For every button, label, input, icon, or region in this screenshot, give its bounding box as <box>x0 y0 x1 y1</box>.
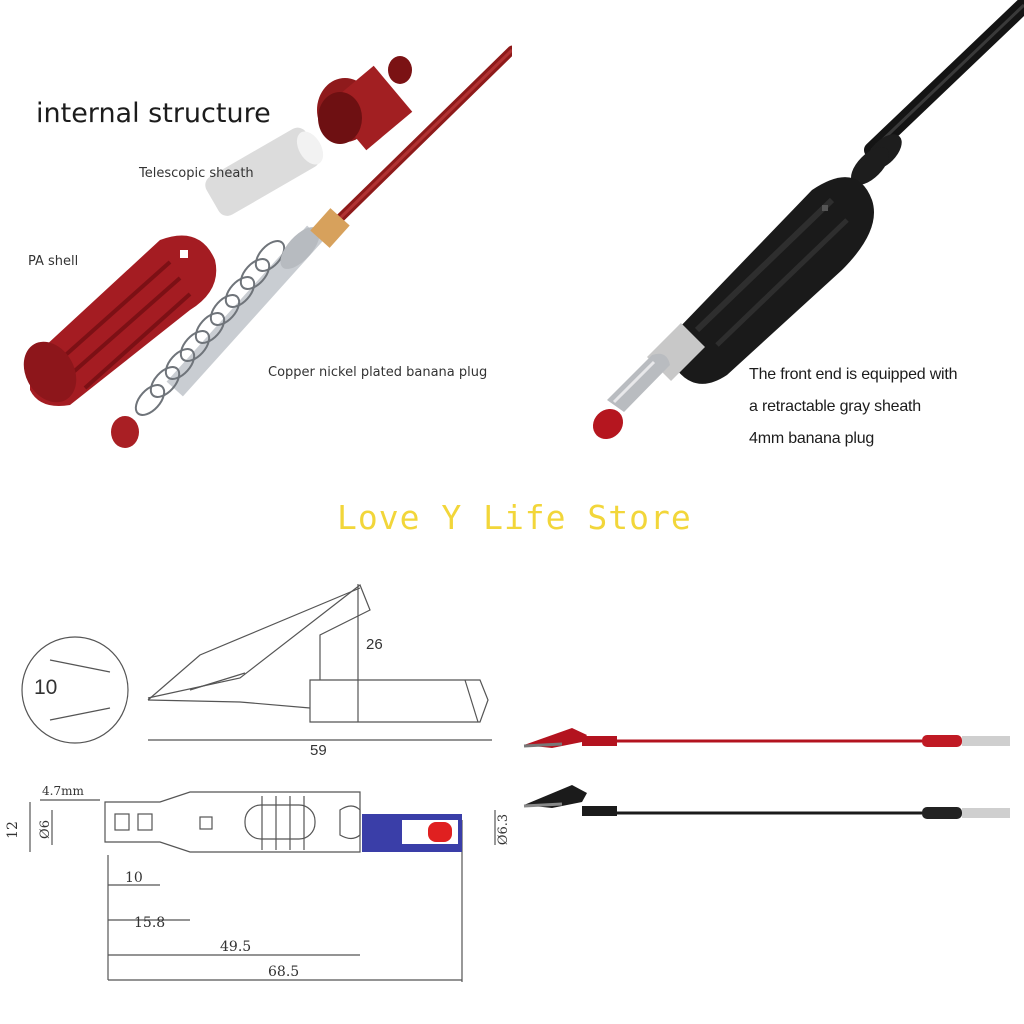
store-watermark: Love Y Life Store <box>337 498 692 537</box>
banana-plug-part <box>111 208 350 448</box>
red-test-lead <box>523 728 1010 748</box>
dim-10: 10 <box>125 870 143 886</box>
dim-49-5: 49.5 <box>220 939 252 955</box>
circle-dim-label: 10 <box>34 676 58 699</box>
caption-line-3: 4mm banana plug <box>749 430 875 447</box>
structure-title: internal structure <box>36 98 271 129</box>
dim-phi6: Ø6 <box>37 820 53 839</box>
telescopic-sheath-part <box>205 127 324 216</box>
test-leads-panel <box>512 570 1024 1024</box>
length-dim-label: 59 <box>310 742 327 759</box>
black-plug-panel: The front end is equipped with a retract… <box>512 0 1024 470</box>
dim-15-8: 15.8 <box>134 915 166 931</box>
telescopic-sheath-label: Telescopic sheath <box>139 166 254 181</box>
test-leads-illustration <box>523 728 1010 819</box>
jaw-detail-circle <box>21 636 129 744</box>
dim-68-5: 68.5 <box>268 964 300 980</box>
internal-structure-panel: internal structure Telescopic sheath PA … <box>0 0 512 470</box>
caption-line-2: a retractable gray sheath <box>749 398 921 415</box>
plug-red-tip <box>428 822 452 842</box>
height-dim-label: 26 <box>366 636 383 653</box>
pa-shell-label: PA shell <box>28 254 79 269</box>
watermark-band: Love Y Life Store <box>0 470 1024 570</box>
caption-line-1: The front end is equipped with <box>749 366 958 383</box>
dim-12: 12 <box>4 821 21 839</box>
dim-4-7mm: 4.7mm <box>42 784 84 798</box>
clip-and-plug-drawings <box>21 584 496 982</box>
dim-phi6-3: Ø6.3 <box>496 813 512 846</box>
black-plug-illustration <box>592 0 1024 440</box>
black-test-lead <box>523 785 1010 819</box>
end-cap <box>317 56 413 151</box>
pa-shell-part <box>23 235 217 406</box>
technical-drawings-panel: 10 26 59 4.7mm 12 Ø6 Ø6.3 10 15.8 49.5 6… <box>0 570 520 1024</box>
exploded-plug-illustration <box>23 45 512 448</box>
banana-plug-label: Copper nickel plated banana plug <box>268 365 488 380</box>
